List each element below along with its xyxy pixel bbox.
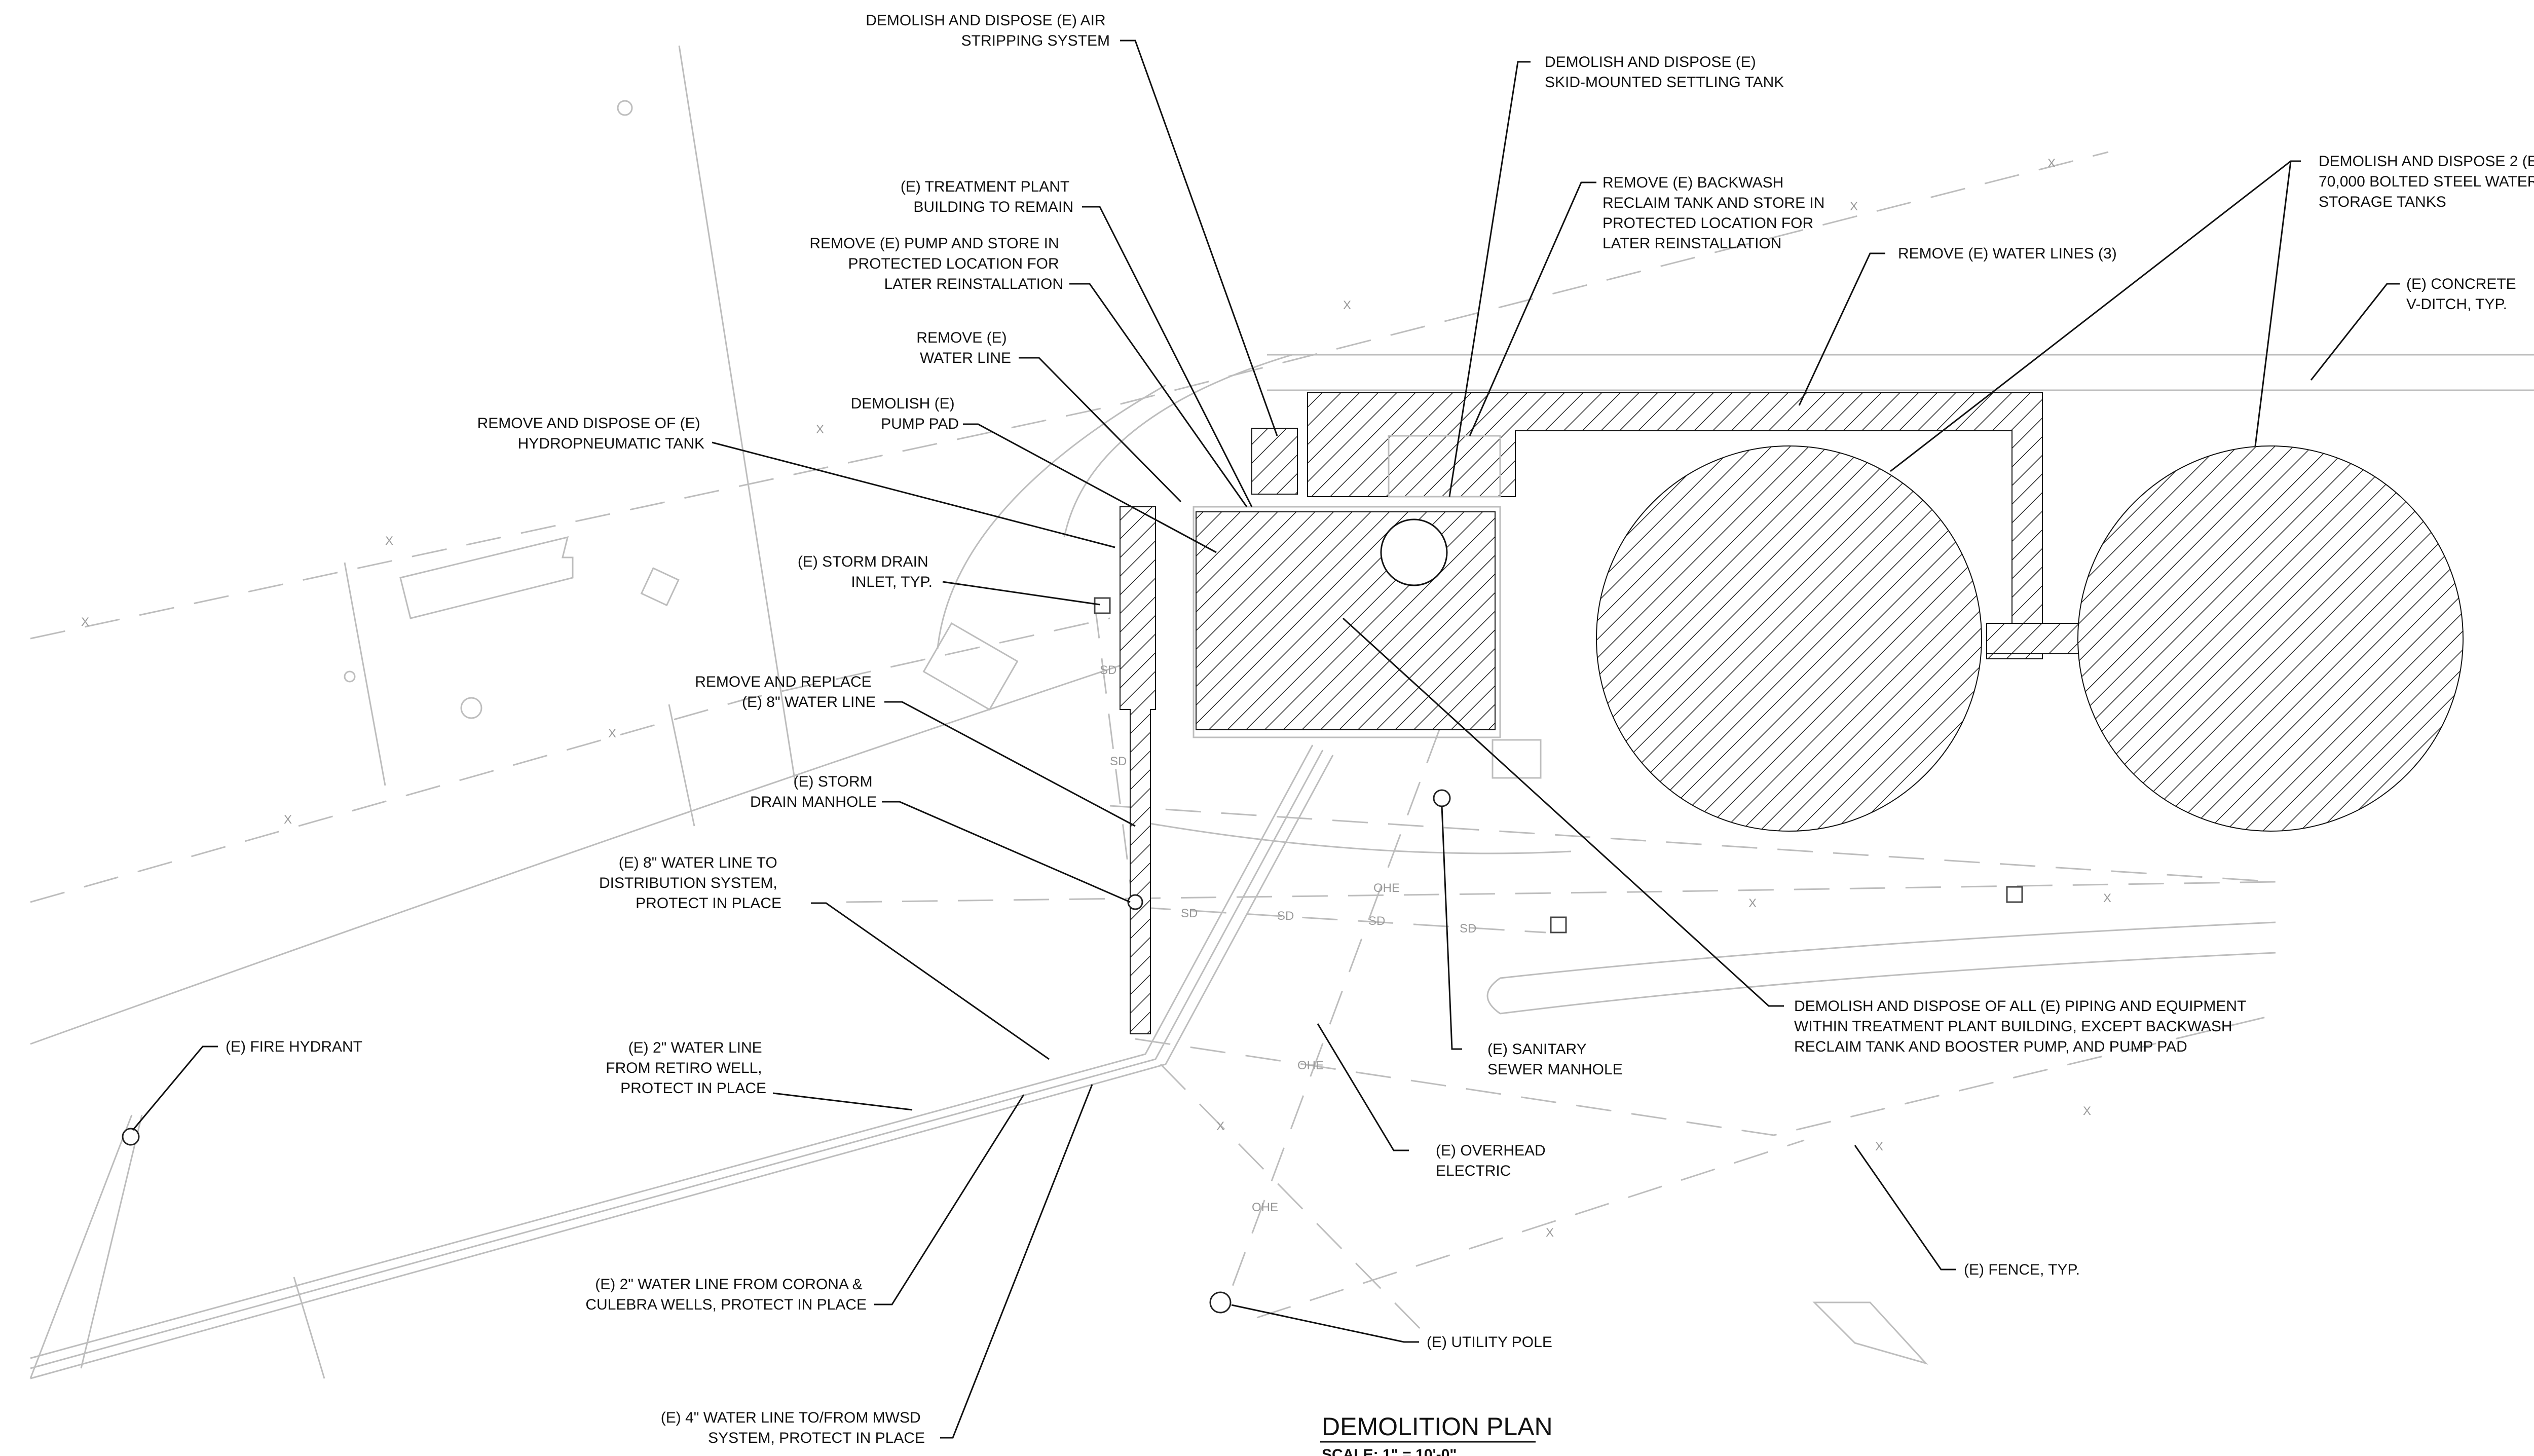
storm-drain-marker: SD (1100, 663, 1116, 677)
fence-callout: (E) FENCE, TYP. (1964, 1261, 2080, 1278)
sewer-manhole-callout: (E) SANITARY SEWER MANHOLE (1487, 1041, 1623, 1078)
overhead-electric-line: OHE OHE OHE (1225, 729, 1440, 1303)
overhead-electric-marker: OHE (1252, 1201, 1278, 1214)
pump-pad-callout: DEMOLISH (E) PUMP PAD (851, 395, 959, 432)
demolition-areas (1120, 392, 2464, 1034)
storm-drain-marker: SD (1368, 914, 1385, 928)
storm-drain-marker: SD (1181, 907, 1198, 920)
storm-drain-marker: SD (1277, 909, 1294, 923)
storm-manhole-callout: (E) STORM DRAIN MANHOLE (750, 773, 877, 810)
concrete-v-ditch (1267, 354, 2534, 1015)
treatment-plant-callout: (E) TREATMENT PLANT BUILDING TO REMAIN (901, 178, 1073, 215)
leader-lines (132, 40, 2400, 1439)
callout-labels: DEMOLISH AND DISPOSE (E) AIR STRIPPING S… (226, 12, 2534, 1446)
fence-marker: X (1748, 897, 1757, 910)
fence-marker: X (284, 813, 292, 827)
backwash-tank-callout: REMOVE (E) BACKWASH RECLAIM TANK AND STO… (1603, 174, 1829, 252)
fence-marker: X (1216, 1119, 1224, 1133)
remove-water-line-callout: REMOVE (E) WATER LINE (916, 329, 1011, 366)
settling-tank-callout: DEMOLISH AND DISPOSE (E) SKID-MOUNTED SE… (1545, 54, 1784, 91)
overhead-electric-callout: (E) OVERHEAD ELECTRIC (1436, 1142, 1550, 1179)
fire-hydrant-icon (122, 1128, 140, 1146)
storm-drain-marker: SD (1460, 922, 1476, 936)
utility-pole-callout: (E) UTILITY POLE (1427, 1334, 1552, 1351)
storm-inlet-callout: (E) STORM DRAIN INLET, TYP. (798, 553, 933, 590)
v-ditch-callout: (E) CONCRETE V-DITCH, TYP. (2406, 276, 2520, 313)
title-block: DEMOLITION PLAN SCALE: 1" = 10'-0" (1320, 1412, 1553, 1456)
fence-marker: X (1546, 1226, 1554, 1240)
sewer-manhole-icon (1433, 789, 1451, 807)
fire-hydrant-callout: (E) FIRE HYDRANT (226, 1038, 362, 1055)
line-2in-retiro-callout: (E) 2" WATER LINE FROM RETIRO WELL, PROT… (606, 1039, 766, 1097)
hydro-tank-callout: REMOVE AND DISPOSE OF (E) HYDROPNEUMATIC… (477, 415, 704, 452)
replace-8in-callout: REMOVE AND REPLACE (E) 8" WATER LINE (695, 674, 876, 711)
fence-marker: X (608, 727, 616, 740)
storm-drain-marker: SD (1110, 755, 1127, 768)
existing-site-linework (29, 45, 1928, 1379)
tank-connector-demo (1986, 623, 2094, 654)
storage-tank-1-demo (1596, 445, 1982, 832)
fence-markers: X X X X X X X X X X X X X X (81, 157, 2111, 1240)
fence-marker: X (1850, 200, 1858, 213)
utility-pole-icon (1209, 1291, 1232, 1314)
line-2in-corona-callout: (E) 2" WATER LINE FROM CORONA & CULEBRA … (585, 1276, 867, 1313)
storm-drain-line: SD SD SD SD SD SD (1094, 603, 1546, 936)
storm-drain-manhole-icon (1127, 894, 1143, 910)
storm-drain-inlet-icon (1094, 597, 1111, 614)
storm-drain-inlet-icon (2006, 886, 2023, 903)
existing-water-lines (30, 744, 1334, 1379)
water-line-8in-demo (1120, 506, 1156, 1034)
line-4in-mwsd-callout: (E) 4" WATER LINE TO/FROM MWSD SYSTEM, P… (661, 1409, 925, 1446)
overhead-electric-marker: OHE (1373, 881, 1400, 895)
fence-marker: X (816, 423, 824, 436)
overhead-electric-marker: OHE (1297, 1059, 1324, 1072)
pump-store-callout: REMOVE (E) PUMP AND STORE IN PROTECTED L… (809, 235, 1063, 292)
drawing-scale: SCALE: 1" = 10'-0" (1322, 1446, 1457, 1456)
storm-drain-inlet-icon (1550, 916, 1567, 934)
storage-tank-2-demo (2077, 445, 2464, 832)
fence-marker: X (81, 615, 89, 629)
fence-marker: X (2103, 891, 2111, 905)
existing-fence-lines (30, 151, 2281, 1339)
piping-equipment-callout: DEMOLISH AND DISPOSE OF ALL (E) PIPING A… (1794, 998, 2250, 1055)
fence-marker: X (2047, 157, 2056, 170)
fence-marker: X (2083, 1104, 2091, 1118)
fence-marker: X (1343, 298, 1351, 312)
air-stripping-callout: DEMOLISH AND DISPOSE (E) AIR STRIPPING S… (866, 12, 1110, 49)
line-8in-distribution-callout: (E) 8" WATER LINE TO DISTRIBUTION SYSTEM… (599, 854, 781, 912)
storage-tanks-callout: DEMOLISH AND DISPOSE 2 (E) 70,000 BOLTED… (2319, 153, 2534, 210)
water-lines-callout: REMOVE (E) WATER LINES (3) (1898, 245, 2117, 262)
utility-symbols (122, 597, 2023, 1314)
fence-marker: X (385, 534, 393, 548)
backwash-reclaim-tank (1380, 518, 1448, 586)
drawing-title: DEMOLITION PLAN (1322, 1412, 1553, 1441)
fence-marker: X (1875, 1140, 1883, 1153)
air-stripping-system-demo (1251, 428, 1298, 495)
